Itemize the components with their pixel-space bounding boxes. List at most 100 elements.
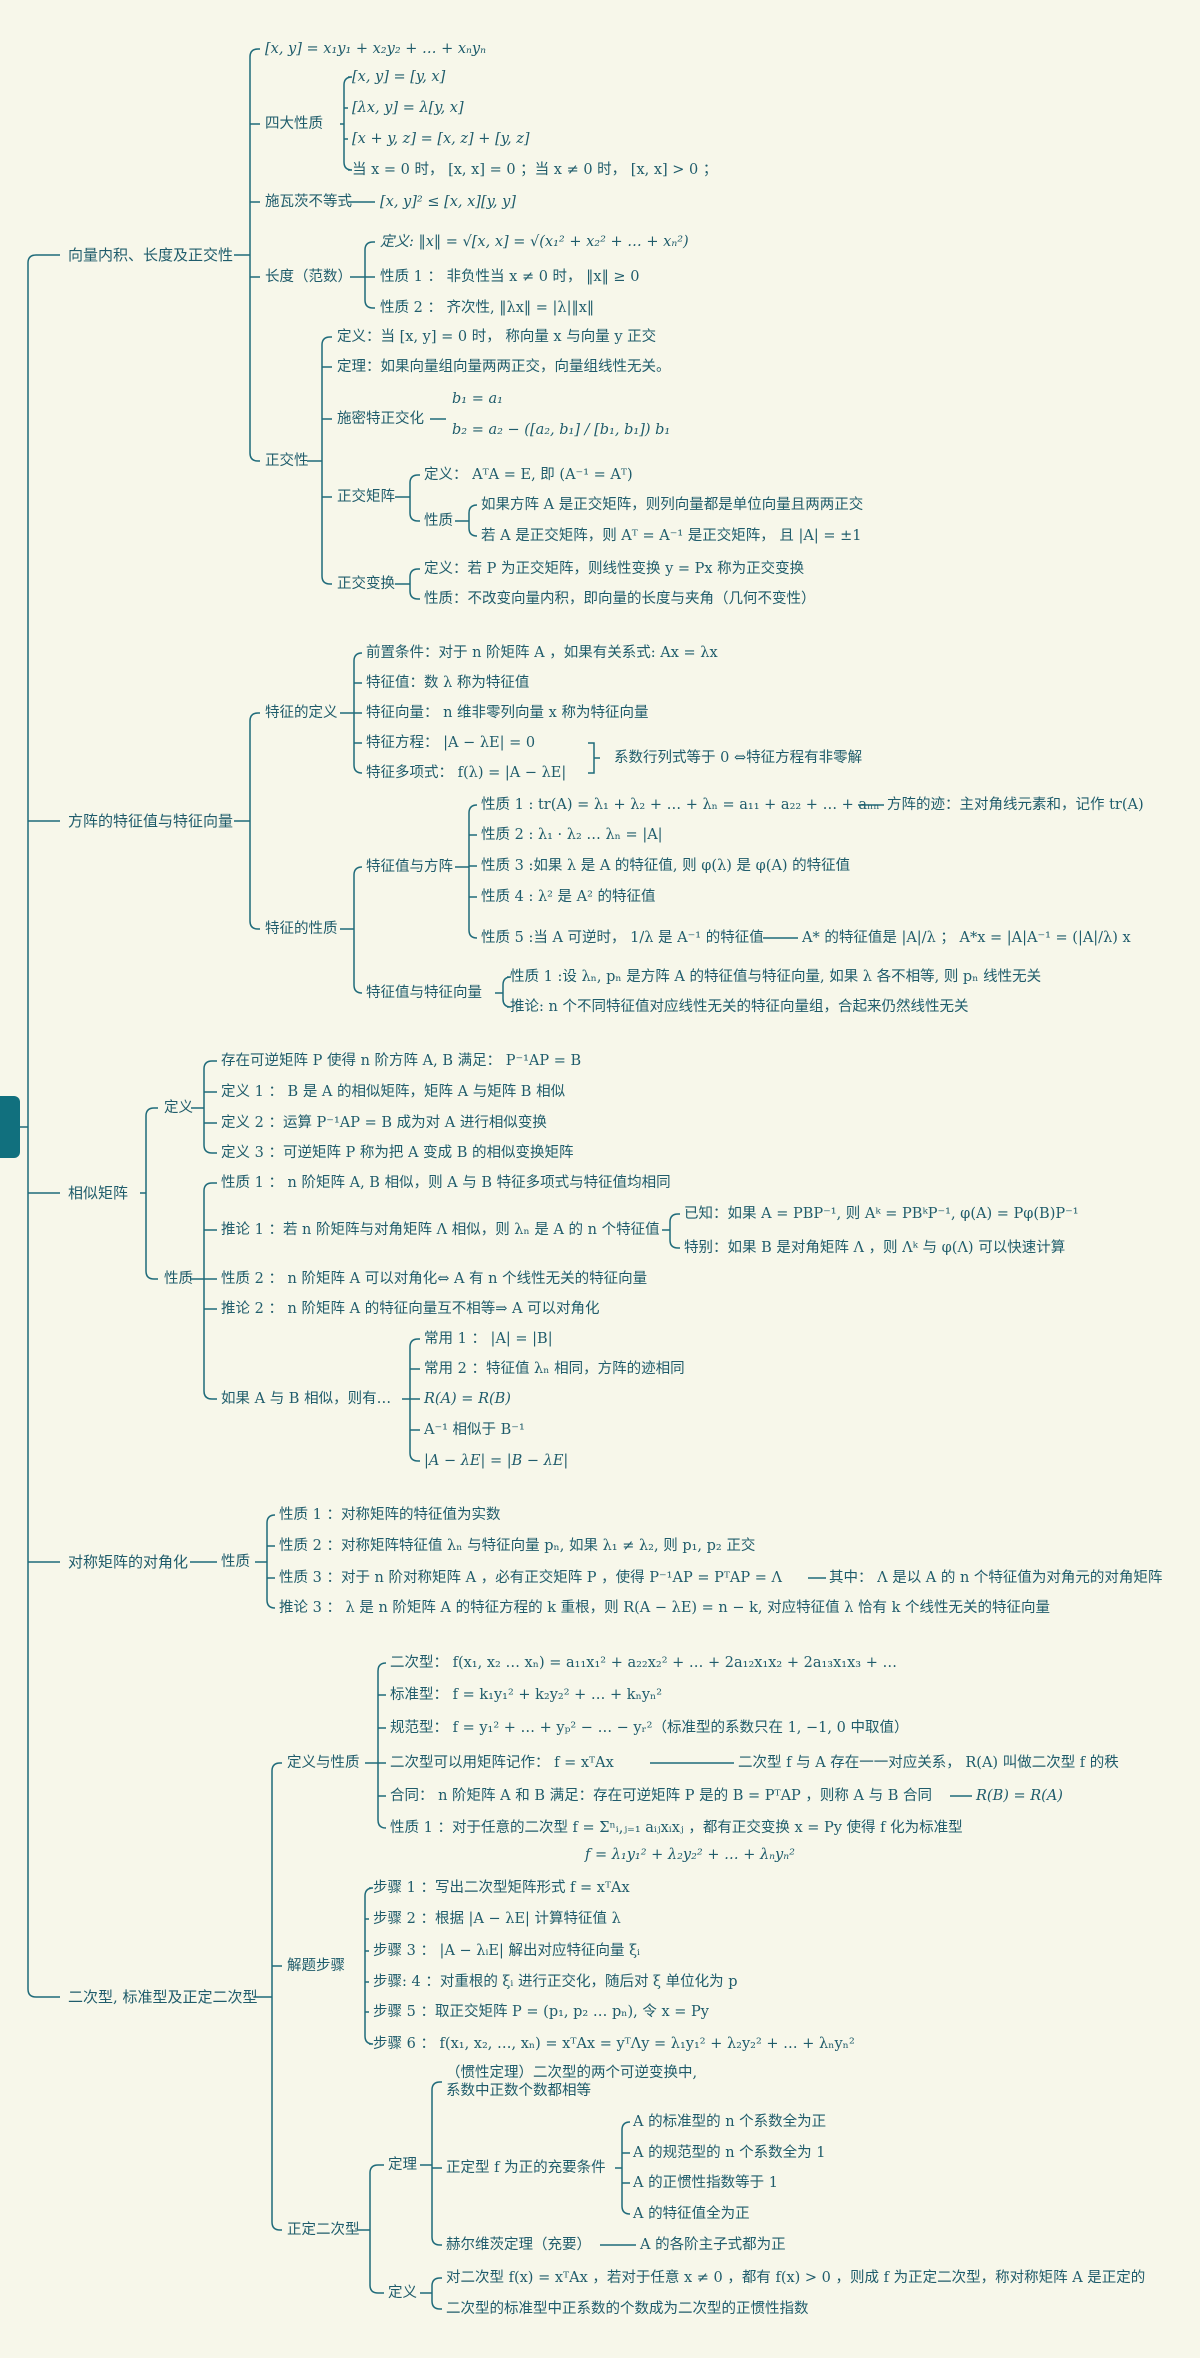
b3-similar-c4 bbox=[409, 1452, 420, 1462]
b2-c0 bbox=[249, 712, 260, 722]
mindmap-root-node[interactable] bbox=[0, 1096, 20, 1158]
pd-def-label[interactable]: 定义 bbox=[388, 2285, 417, 2301]
step-4: 步骤: 4 ：对重根的 ξᵢ 进行正交化，随后对 ξ 单位化为 p bbox=[373, 1974, 738, 1990]
branch-similar[interactable]: 相似矩阵 bbox=[68, 1184, 129, 1202]
eigen-def-4: 特征方程： |A − λE| = 0 bbox=[366, 735, 536, 751]
eigen-vector-label[interactable]: 特征值与特征向量 bbox=[366, 985, 482, 1001]
length-prop-2: 性质 2 ： 齐次性, ‖λx‖ = |λ|‖x‖ bbox=[380, 300, 595, 316]
four-prop-1: [x, y] = [y, x] bbox=[352, 69, 446, 85]
eigen-matrix-prop-2: 性质 2 : λ₁ · λ₂ … λₙ = |A| bbox=[481, 827, 663, 843]
eigen-matrix-label[interactable]: 特征值与方阵 bbox=[366, 859, 453, 875]
b2-props-c1 bbox=[353, 984, 363, 994]
quadratic-prop-1: 性质 1 ：对于任意的二次型 f = Σⁿᵢ,ⱼ₌₁ aᵢⱼxᵢxⱼ ，都有正交… bbox=[390, 1820, 963, 1836]
similar-corollary-2: 推论 2 ： n 阶矩阵 A 的特征向量互不相等⇒ A 可以对角化 bbox=[221, 1301, 600, 1317]
eigen-def-2: 特征值：数 λ 称为特征值 bbox=[366, 675, 530, 691]
b5-def-c0 bbox=[377, 1662, 387, 1672]
b1-length-c0 bbox=[364, 241, 375, 251]
similar-consequences-label[interactable]: 如果 A 与 B 相似，则有… bbox=[221, 1391, 392, 1407]
b2-vector-c0 bbox=[502, 976, 512, 986]
b5-pd-def-c1 bbox=[431, 2300, 442, 2310]
ortho-matrix-def: 定义： AᵀA = E, 即 (A⁻¹ = Aᵀ) bbox=[424, 467, 633, 483]
adjoint-note: A* 的特征值是 |A|/λ ； A*x = |A|A⁻¹ = (|A|/λ) … bbox=[802, 930, 1131, 946]
b2-vector-c1 bbox=[502, 998, 512, 1008]
schmidt-b2: b₂ = a₂ − ([a₂, b₁] / [b₁, b₁]) b₁ bbox=[452, 422, 671, 438]
branch-symmetric[interactable]: 对称矩阵的对角化 bbox=[68, 1553, 189, 1571]
length-def: 定义: ‖x‖ = √[x, x] = √(x₁² + x₂² + … + xₙ… bbox=[380, 234, 689, 250]
branch-quadratic[interactable]: 二次型, 标准型及正定二次型 bbox=[68, 1988, 258, 2006]
symmetric-prop-1: 性质 1 ：对称矩阵的特征值为实数 bbox=[279, 1507, 501, 1523]
orthogonality-label[interactable]: 正交性 bbox=[265, 453, 309, 469]
step-1: 步骤 1 ：写出二次型矩阵形式 f = xᵀAx bbox=[373, 1880, 630, 1896]
b3-similar-c0 bbox=[409, 1338, 420, 1348]
step-5: 步骤 5 ：取正交矩阵 P = (p₁, p₂ … pₙ), 令 x = Py bbox=[373, 2004, 709, 2020]
four-properties-label[interactable]: 四大性质 bbox=[265, 116, 323, 132]
step-2: 步骤 2 ：根据 |A − λE| 计算特征值 λ bbox=[373, 1911, 621, 1927]
similar-cor1-special: 特别：如果 B 是对角矩阵 Λ ，则 Λᵏ 与 φ(Λ) 可以快速计算 bbox=[684, 1240, 1066, 1256]
similar-consequence-4: A⁻¹ 相似于 B⁻¹ bbox=[424, 1422, 525, 1438]
length-label[interactable]: 长度（范数） bbox=[265, 269, 352, 285]
ortho-matrix-props-label[interactable]: 性质 bbox=[424, 513, 453, 529]
similar-props-label[interactable]: 性质 bbox=[164, 1271, 193, 1287]
four-prop-2: [λx, y] = λ[y, x] bbox=[352, 100, 464, 116]
pd-def-1: 对二次型 f(x) = xᵀAx ，若对于任意 x ≠ 0 ，都有 f(x) >… bbox=[446, 2270, 1146, 2286]
b1-ortho-trans-c0 bbox=[409, 568, 420, 578]
four-prop-4: 当 x = 0 时， [x, x] = 0 ；当 x ≠ 0 时， [x, x]… bbox=[352, 162, 718, 178]
eigen-def-label[interactable]: 特征的定义 bbox=[265, 705, 338, 721]
b2-def-c0 bbox=[353, 652, 363, 662]
hurwitz-note: A 的各阶主子式都为正 bbox=[640, 2237, 786, 2253]
eigen-matrix-prop-3: 性质 3 :如果 λ 是 A 的特征值, 则 φ(λ) 是 φ(A) 的特征值 bbox=[481, 858, 851, 874]
b5-c2 bbox=[271, 2221, 282, 2231]
branch-eigen[interactable]: 方阵的特征值与特征向量 bbox=[68, 812, 234, 830]
b2-matrix-c4 bbox=[468, 929, 478, 939]
pd-condition-3: A 的正惯性指数等于 1 bbox=[633, 2175, 778, 2191]
similar-def-2: 定义 1 ： B 是 A 的相似矩阵，矩阵 A 与矩阵 B 相似 bbox=[221, 1084, 566, 1100]
eigen-props-label[interactable]: 特征的性质 bbox=[265, 921, 338, 937]
congruence-rank-note: R(B) = R(A) bbox=[976, 1788, 1063, 1804]
hurwitz-theorem[interactable]: 赫尔维茨定理（充要） bbox=[446, 2237, 591, 2253]
root-c4 bbox=[27, 1988, 60, 1998]
b4-props-c3 bbox=[266, 1599, 276, 1609]
quadratic-form: 二次型： f(x₁, x₂ … xₙ) = a₁₁x₁² + a₂₂x₂² + … bbox=[390, 1655, 897, 1671]
b2-props-c0 bbox=[353, 866, 363, 876]
ortho-matrix-prop-1: 如果方阵 A 是正交矩阵，则列向量都是单位向量且两两正交 bbox=[481, 497, 864, 513]
symmetric-props-label[interactable]: 性质 bbox=[221, 1554, 250, 1570]
eigen-def-1: 前置条件：对于 n 阶矩阵 A ，如果有关系式: Ax = λx bbox=[366, 645, 718, 661]
b3-c1 bbox=[145, 1270, 158, 1280]
pd-theorem-label[interactable]: 定理 bbox=[388, 2157, 417, 2173]
similar-def-3: 定义 2 ：运算 P⁻¹AP = B 成为对 A 进行相似变换 bbox=[221, 1115, 547, 1131]
b1-ortho-c0 bbox=[321, 336, 332, 346]
b5-steps-c0 bbox=[364, 1887, 374, 1897]
ortho-transform-def: 定义：若 P 为正交矩阵，则线性变换 y = Px 称为正交变换 bbox=[424, 561, 805, 577]
canonical-form: 规范型： f = y₁² + … + yₚ² − … − yᵣ²（标准型的系数只… bbox=[390, 1720, 909, 1736]
b1-four-c0 bbox=[343, 76, 353, 86]
b5-pd-c0 bbox=[369, 2164, 384, 2174]
schwarz-label[interactable]: 施瓦茨不等式 bbox=[265, 194, 352, 210]
similar-prop-1: 性质 1 ： n 阶矩阵 A, B 相似，则 A 与 B 特征多项式与特征值均相… bbox=[221, 1175, 671, 1191]
ortho-matrix-prop-2: 若 A 是正交矩阵，则 Aᵀ = A⁻¹ 是正交矩阵， 且 |A| = ±1 bbox=[481, 528, 862, 544]
matrix-notation-note: 二次型 f 与 A 存在一一对应关系， R(A) 叫做二次型 f 的秩 bbox=[738, 1755, 1119, 1771]
b2-c1 bbox=[249, 920, 260, 930]
b3-def-c3 bbox=[203, 1144, 217, 1154]
pd-condition-label[interactable]: 正定型 f 为正的充要条件 bbox=[446, 2160, 606, 2176]
similar-def-label[interactable]: 定义 bbox=[164, 1100, 193, 1116]
b5-pd-c1 bbox=[369, 2284, 384, 2294]
positive-definite-label[interactable]: 正定二次型 bbox=[287, 2222, 360, 2238]
quadratic-def-label[interactable]: 定义与性质 bbox=[287, 1755, 360, 1771]
length-prop-1: 性质 1 ： 非负性当 x ≠ 0 时， ‖x‖ ≥ 0 bbox=[380, 269, 640, 285]
solution-steps-label[interactable]: 解题步骤 bbox=[287, 1958, 345, 1974]
schmidt-label[interactable]: 施密特正交化 bbox=[337, 411, 424, 427]
pd-def-2: 二次型的标准型中正系数的个数成为二次型的正惯性指数 bbox=[446, 2301, 809, 2317]
ortho-def: 定义：当 [x, y] = 0 时， 称向量 x 与向量 y 正交 bbox=[337, 329, 657, 345]
b1-ortho-trans-c1 bbox=[409, 590, 420, 600]
b3-def-c0 bbox=[203, 1060, 217, 1070]
four-prop-3: [x + y, z] = [x, z] + [y, z] bbox=[352, 131, 530, 147]
b3-cor1-c0 bbox=[669, 1213, 680, 1223]
step-3: 步骤 3 ： |A − λᵢE| 解出对应特征向量 ξᵢ bbox=[373, 1943, 640, 1959]
ortho-transform-label[interactable]: 正交变换 bbox=[337, 576, 395, 592]
b1-ortho-matrix-c0 bbox=[409, 474, 420, 484]
symmetric-corollary-3: 推论 3 ： λ 是 n 阶矩阵 A 的特征方程的 k 重根，则 R(A − λ… bbox=[279, 1600, 1051, 1616]
ortho-matrix-label[interactable]: 正交矩阵 bbox=[337, 489, 395, 505]
branch-vector-inner-product[interactable]: 向量内积、长度及正交性 bbox=[68, 246, 234, 264]
b1-c4 bbox=[249, 452, 260, 462]
